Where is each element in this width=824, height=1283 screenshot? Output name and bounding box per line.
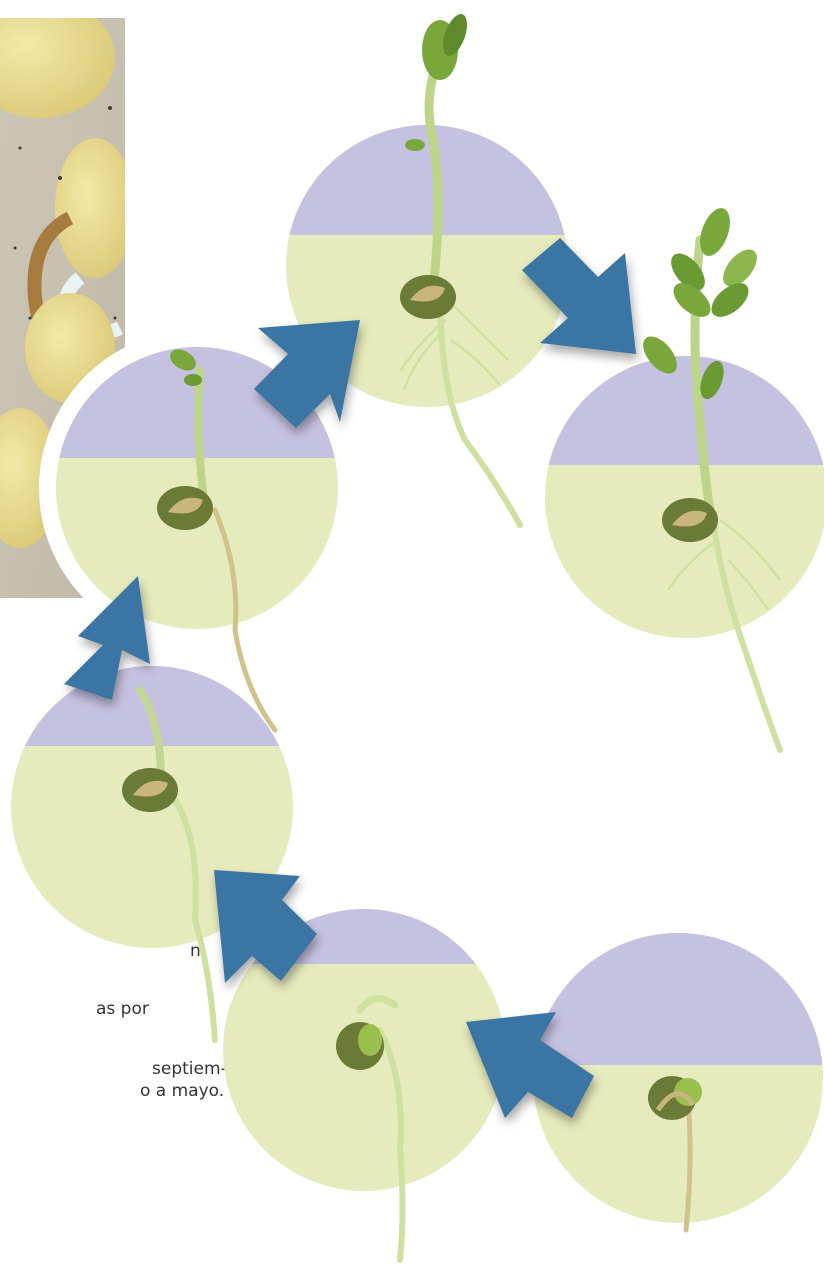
diagram-svg — [0, 0, 824, 1283]
life-cycle-diagram: n. as por septiem- o a mayo. — [0, 0, 824, 1283]
